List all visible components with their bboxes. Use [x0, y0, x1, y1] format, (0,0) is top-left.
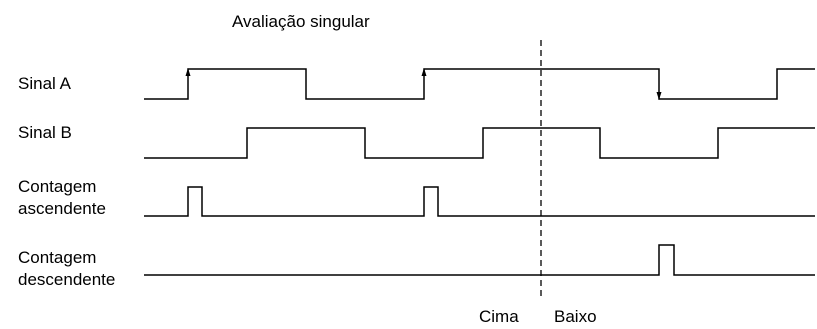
- signal-a-label: Sinal A: [18, 74, 71, 93]
- count-down-waveform: [144, 244, 815, 276]
- count-down-label-line1: Contagem: [18, 248, 97, 267]
- direction-down-label: Baixo: [554, 307, 597, 326]
- falling-edge-arrow: [656, 92, 662, 100]
- diagram-title: Avaliação singular: [232, 12, 370, 31]
- signal-a-waveform: [144, 68, 815, 100]
- rising-edge-arrow: [185, 68, 191, 76]
- direction-up-label: Cima: [479, 307, 519, 326]
- count-down-label-line2: descendente: [18, 270, 116, 289]
- count-up-label-line1: Contagem: [18, 177, 97, 196]
- signal-b-label: Sinal B: [18, 123, 72, 142]
- count-up-waveform: [144, 186, 815, 217]
- count-up-label-line2: ascendente: [18, 199, 106, 218]
- signal-b-waveform: [144, 127, 815, 159]
- rising-edge-arrow: [421, 68, 427, 76]
